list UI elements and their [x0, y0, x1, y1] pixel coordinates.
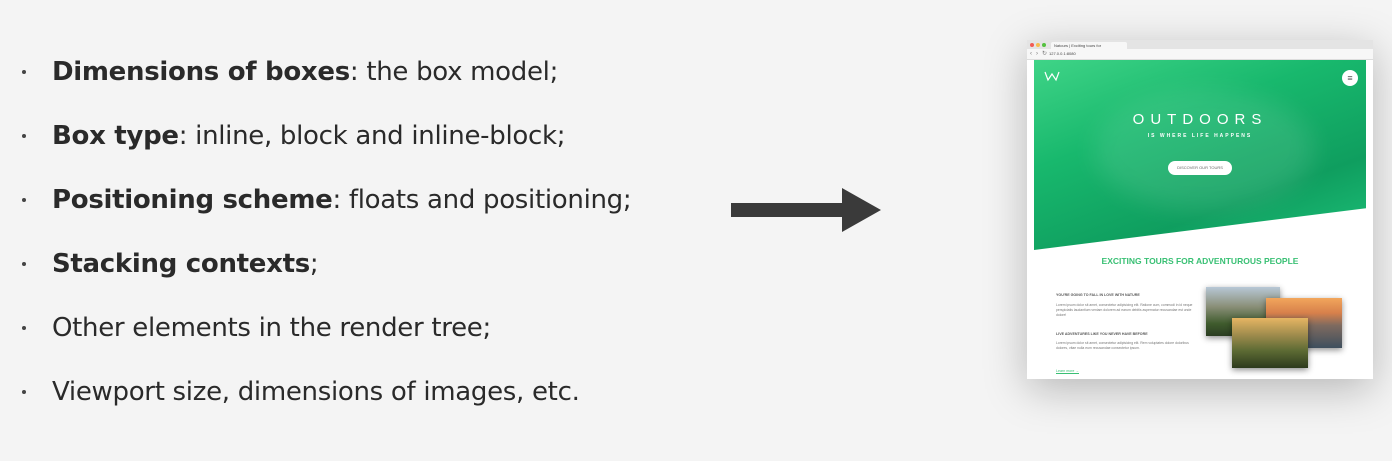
- bullet-bold: Positioning scheme: [52, 185, 333, 215]
- bullet-text: : inline, block and inline-block;: [178, 121, 566, 151]
- bullet-dot: [22, 198, 26, 202]
- bullet-text: : the box model;: [349, 57, 559, 87]
- url-input[interactable]: 127.0.0.1:8080: [1049, 51, 1076, 56]
- bullet-dot: [22, 326, 26, 330]
- right-arrow-icon: [731, 188, 881, 232]
- section-title: EXCITING TOURS FOR ADVENTUROUS PEOPLE: [1101, 256, 1299, 266]
- website-screenshot: Natours | Exciting tours for ‹ › ↻ 127.0…: [1027, 40, 1373, 379]
- hero-background: [1094, 90, 1314, 210]
- tour-photo: [1232, 318, 1308, 368]
- bullet-item: Positioning scheme: floats and positioni…: [22, 168, 632, 232]
- bullet-dot: [22, 390, 26, 394]
- bullet-bold: Box type: [52, 121, 179, 151]
- hero-title: OUTDOORS: [1132, 111, 1268, 128]
- bullet-dot: [22, 70, 26, 74]
- bullet-text: Other elements in the render tree;: [52, 313, 491, 343]
- feature-title: YOU'RE GOING TO FALL IN LOVE WITH NATURE: [1056, 293, 1140, 297]
- browser-url-bar: ‹ › ↻ 127.0.0.1:8080: [1027, 49, 1373, 60]
- hero-subtitle: IS WHERE LIFE HAPPENS: [1147, 133, 1253, 139]
- bullet-text: : floats and positioning;: [332, 185, 632, 215]
- bullet-bold: Dimensions of boxes: [52, 57, 350, 87]
- minimize-window-icon[interactable]: [1036, 43, 1040, 47]
- discover-tours-button[interactable]: DISCOVER OUR TOURS: [1168, 161, 1232, 175]
- bullet-item: Viewport size, dimensions of images, etc…: [22, 360, 631, 424]
- bullet-dot: [22, 262, 26, 266]
- hero-section: ≡ OUTDOORS IS WHERE LIFE HAPPENS DISCOVE…: [1034, 60, 1366, 250]
- bullet-item: Other elements in the render tree;: [22, 296, 631, 360]
- maximize-window-icon[interactable]: [1042, 43, 1046, 47]
- reload-icon[interactable]: ↻: [1042, 51, 1048, 57]
- forward-icon[interactable]: ›: [1036, 51, 1038, 57]
- bullet-text: ;: [309, 249, 319, 279]
- browser-tab[interactable]: Natours | Exciting tours for: [1051, 42, 1127, 49]
- learn-more-link[interactable]: Learn more →: [1056, 369, 1079, 374]
- bullet-item: Box type: inline, block and inline-block…: [22, 104, 631, 168]
- webpage: ≡ OUTDOORS IS WHERE LIFE HAPPENS DISCOVE…: [1034, 60, 1366, 379]
- back-icon[interactable]: ‹: [1030, 51, 1032, 57]
- logo-icon: [1044, 71, 1060, 82]
- bullet-item: Stacking contexts;: [22, 232, 631, 296]
- bullet-list: Dimensions of boxes: the box model; Box …: [22, 40, 632, 424]
- menu-icon[interactable]: ≡: [1342, 70, 1358, 86]
- feature-paragraph: Lorem ipsum dolor sit amet, consectetur …: [1056, 341, 1189, 350]
- feature-paragraph: Lorem ipsum dolor sit amet, consectetur …: [1056, 303, 1193, 317]
- browser-tab-bar: Natours | Exciting tours for: [1027, 40, 1373, 49]
- bullet-dot: [22, 134, 26, 138]
- bullet-bold: Stacking contexts: [52, 249, 310, 279]
- close-window-icon[interactable]: [1030, 43, 1034, 47]
- bullet-item: Dimensions of boxes: the box model;: [22, 40, 631, 104]
- bullet-text: Viewport size, dimensions of images, etc…: [52, 377, 580, 407]
- feature-title: LIVE ADVENTURES LIKE YOU NEVER HAVE BEFO…: [1056, 332, 1148, 336]
